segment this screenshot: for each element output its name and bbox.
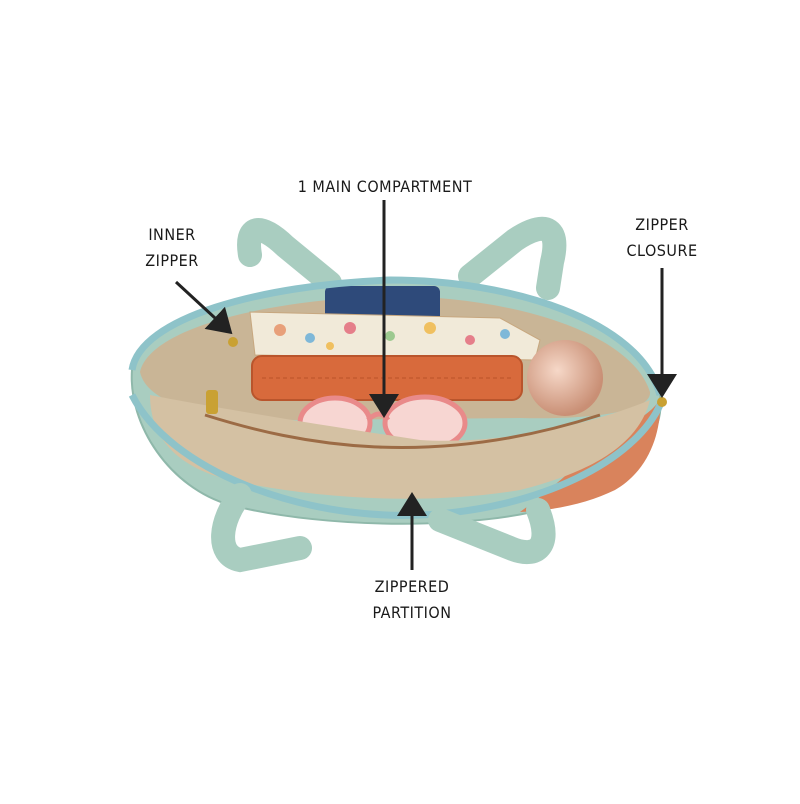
compact-mirror bbox=[527, 340, 603, 416]
floral-pattern bbox=[274, 322, 510, 350]
front-handle-left bbox=[211, 483, 312, 573]
back-handle-left bbox=[237, 218, 342, 295]
zipper-closure-label: ZIPPER CLOSURE bbox=[626, 215, 698, 260]
main-zipper-rim bbox=[128, 276, 664, 396]
inner-zipper-label: INNER ZIPPER bbox=[145, 225, 199, 270]
arrow-inner-zipper bbox=[174, 280, 233, 335]
zipper-pull-top bbox=[228, 337, 238, 347]
partition-zipper bbox=[204, 413, 601, 450]
zipper-end-tab bbox=[657, 397, 667, 407]
zipper-pull-inner bbox=[206, 390, 218, 414]
main-compartment-label: 1 MAIN COMPARTMENT bbox=[297, 177, 473, 196]
zippered-partition-label: ZIPPERED PARTITION bbox=[372, 577, 452, 622]
back-handle-right bbox=[458, 217, 567, 300]
front-handle-right bbox=[428, 498, 556, 564]
